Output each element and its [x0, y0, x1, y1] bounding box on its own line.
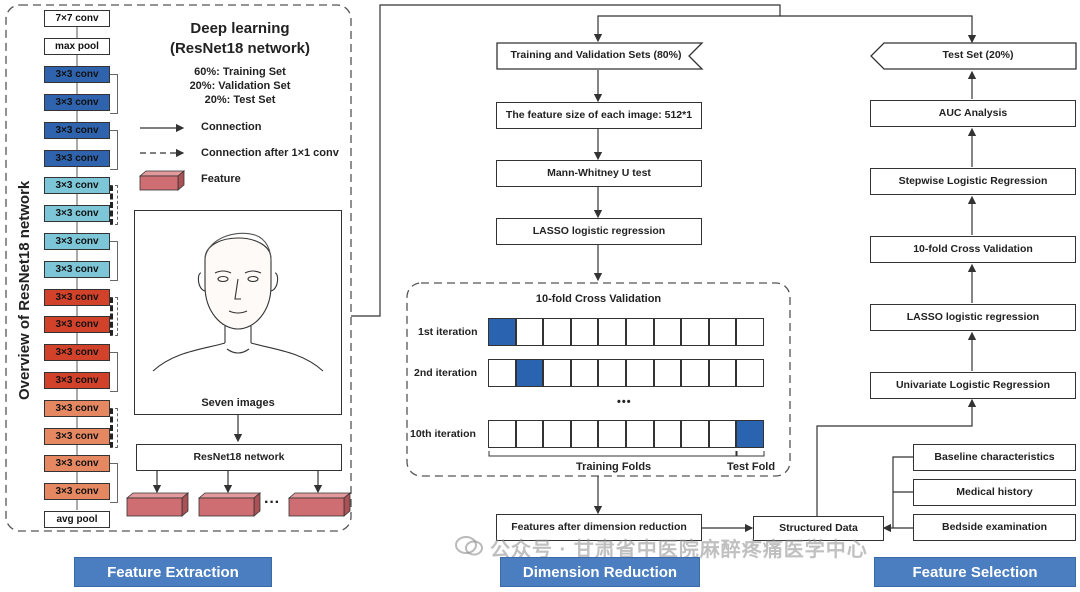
fold-cell [488, 359, 516, 387]
fold-cell [543, 359, 571, 387]
skip-connection [110, 241, 118, 281]
split-test: 20%: Test Set [140, 94, 340, 106]
iteration-2-label: 2nd iteration [414, 367, 477, 379]
skip-connection [110, 297, 118, 336]
layer-9: 3×3 conv [44, 233, 110, 250]
fold-cell [488, 420, 516, 448]
skip-connection [110, 130, 118, 170]
legend-connection: Connection [201, 121, 262, 133]
layer-7: 3×3 conv [44, 177, 110, 194]
feature-size-box: The feature size of each image: 512*1 [496, 102, 702, 129]
layer-15: 3×3 conv [44, 400, 110, 417]
deep-learning-subtitle: (ResNet18 network) [140, 40, 340, 57]
fold-cell [488, 318, 516, 346]
fold-cell [598, 420, 626, 448]
bedside-examination-box: Bedside examination [913, 514, 1076, 541]
legend-connection-1x1: Connection after 1×1 conv [201, 147, 339, 159]
feature-output-1-icon [124, 492, 190, 518]
split-validation: 20%: Validation Set [140, 80, 340, 92]
layer-11: 3×3 conv [44, 289, 110, 306]
fold-cell [626, 318, 654, 346]
skip-connection [110, 74, 118, 114]
fold-cell [654, 359, 682, 387]
fold-cell [543, 420, 571, 448]
cross-validation-box: 10-fold Cross Validation [870, 236, 1076, 263]
fold-cell [598, 318, 626, 346]
image-caption: Seven images [135, 397, 341, 409]
resnet-network-box: ResNet18 network [136, 444, 342, 471]
test-set-label: Test Set (20%) [880, 49, 1076, 61]
stage-feature-extraction: Feature Extraction [74, 557, 272, 587]
fold-cell [654, 318, 682, 346]
deep-learning-title: Deep learning [140, 20, 340, 37]
test-fold-label: Test Fold [727, 461, 775, 473]
iteration-10-label: 10th iteration [410, 428, 476, 440]
side-title: Overview of ResNet18 network [16, 100, 40, 400]
feature-legend-icon [137, 170, 187, 192]
lasso-box-right: LASSO logistic regression [870, 304, 1076, 331]
fold-cell [681, 318, 709, 346]
layer-3: 3×3 conv [44, 66, 110, 83]
fold-cell [654, 420, 682, 448]
stepwise-regression-box: Stepwise Logistic Regression [870, 168, 1076, 195]
fold-cell [626, 420, 654, 448]
feature-output-3-icon [286, 492, 352, 518]
layer-16: 3×3 conv [44, 428, 110, 445]
layer-19: avg pool [44, 511, 110, 528]
layer-4: 3×3 conv [44, 94, 110, 111]
fold-cell [543, 318, 571, 346]
fold-cell [571, 318, 599, 346]
split-training: 60%: Training Set [140, 66, 340, 78]
univariate-regression-box: Univariate Logistic Regression [870, 372, 1076, 399]
fold-cell [516, 420, 544, 448]
layer-10: 3×3 conv [44, 261, 110, 278]
face-illustration-icon [135, 211, 341, 381]
layer-14: 3×3 conv [44, 372, 110, 389]
iteration-1-label: 1st iteration [418, 326, 478, 338]
mann-whitney-box: Mann-Whitney U test [496, 160, 702, 187]
cv-title: 10-fold Cross Validation [407, 293, 790, 305]
layer-18: 3×3 conv [44, 483, 110, 500]
layer-6: 3×3 conv [44, 150, 110, 167]
fold-cell [598, 359, 626, 387]
face-image-box: Seven images [134, 210, 342, 415]
layer-2: max pool [44, 38, 110, 55]
layer-8: 3×3 conv [44, 205, 110, 222]
skip-connection [110, 352, 118, 392]
medical-history-box: Medical history [913, 479, 1076, 506]
layer-1: 7×7 conv [44, 10, 110, 27]
fold-cell [571, 420, 599, 448]
fold-cell [626, 359, 654, 387]
training-validation-label: Training and Validation Sets (80%) [496, 49, 696, 61]
legend-feature: Feature [201, 173, 241, 185]
auc-analysis-box: AUC Analysis [870, 100, 1076, 127]
wechat-icon [455, 535, 483, 557]
stage-feature-selection: Feature Selection [874, 557, 1076, 587]
layer-13: 3×3 conv [44, 344, 110, 361]
iteration-dots: ••• [617, 396, 632, 408]
feature-ellipsis: ··· [264, 494, 280, 512]
fold-cell [681, 359, 709, 387]
baseline-characteristics-box: Baseline characteristics [913, 444, 1076, 471]
layer-12: 3×3 conv [44, 316, 110, 333]
skip-connection [110, 408, 118, 448]
layer-17: 3×3 conv [44, 455, 110, 472]
stage-dimension-reduction: Dimension Reduction [500, 557, 700, 587]
skip-connection [110, 463, 118, 503]
fold-cell [681, 420, 709, 448]
fold-cell [709, 420, 737, 448]
layer-5: 3×3 conv [44, 122, 110, 139]
fold-cell [516, 359, 544, 387]
training-folds-label: Training Folds [576, 461, 651, 473]
fold-cell [736, 318, 764, 346]
lasso-box-left: LASSO logistic regression [496, 218, 702, 245]
fold-cell [736, 420, 764, 448]
fold-cell [516, 318, 544, 346]
skip-connection [110, 185, 118, 225]
fold-cell [736, 359, 764, 387]
feature-output-2-icon [196, 492, 262, 518]
fold-cell [709, 359, 737, 387]
fold-cell [709, 318, 737, 346]
fold-cell [571, 359, 599, 387]
